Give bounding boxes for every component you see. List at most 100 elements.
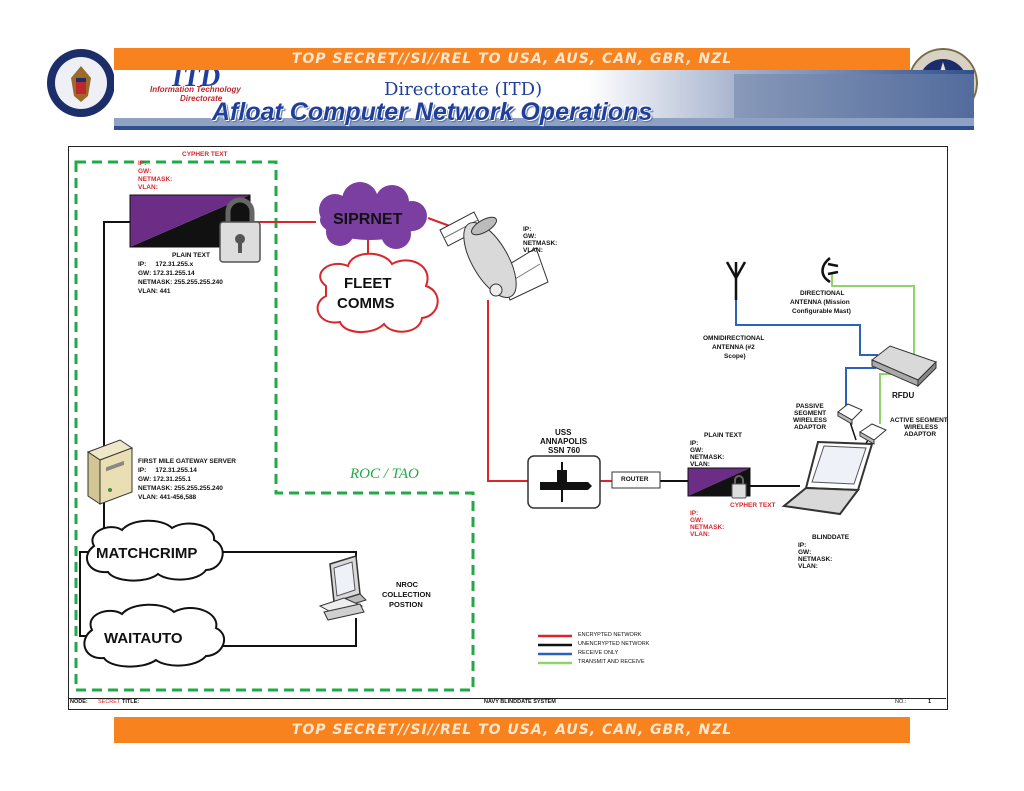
footer-node: NODE: [70, 699, 88, 705]
omni-antenna-icon [725, 261, 747, 300]
footer-title-label: TITLE: [122, 699, 140, 705]
blinddate-netmask: NETMASK: [798, 556, 833, 563]
matchcrimp-cloud [86, 519, 224, 582]
passive-adaptor-icon [837, 403, 863, 425]
router-label: ROUTER [621, 476, 649, 483]
roc-tao-boundary [74, 160, 475, 692]
nroc-label-2: COLLECTION [382, 590, 431, 599]
directional-antenna-icon [821, 257, 839, 284]
plain-top-gw: GW: 172.31.255.14 [138, 270, 195, 277]
directional-antenna-label-2: ANTENNA (Mission [790, 299, 850, 306]
siprnet-label: SIPRNET [333, 211, 403, 228]
gateway-netmask: NETMASK: 255.255.255.240 [138, 485, 223, 492]
diagram-footer [68, 698, 946, 709]
active-adaptor-label-1: ACTIVE SEGMENT [890, 417, 948, 424]
passive-adaptor-label-1: PASSIVE [796, 403, 824, 410]
cypher-top-vlan: VLAN: [138, 184, 158, 191]
gateway-title: FIRST MILE GATEWAY SERVER [138, 458, 236, 465]
legend-receive-only: RECEIVE ONLY [578, 650, 619, 656]
satellite-icon [439, 211, 549, 301]
link-matchcrimp-to-waitauto [79, 551, 90, 637]
plain-top-title: PLAIN TEXT [172, 252, 210, 259]
gateway-server-icon [86, 439, 134, 505]
cypher-top-gw: GW: [138, 168, 152, 175]
roc-tao-label: ROC / TAO [350, 466, 419, 482]
uss-annapolis-box [527, 455, 601, 509]
omni-antenna-label-2: ANTENNA (#2 [712, 344, 755, 351]
rfdu-switch-icon [871, 345, 937, 388]
cypher-right-netmask: NETMASK: [690, 524, 725, 531]
plain-right-title: PLAIN TEXT [704, 432, 742, 439]
nroc-label-1: NROC [396, 580, 419, 589]
classification-banner-bottom: TOP SECRET//SI//REL TO USA, AUS, CAN, GB… [114, 717, 910, 743]
router-box [611, 471, 661, 489]
itd-logo-subtitle-2: Directorate [180, 94, 223, 103]
classification-banner-top: TOP SECRET//SI//REL TO USA, AUS, CAN, GB… [114, 48, 910, 70]
plain-top-vlan: VLAN: 441 [138, 288, 171, 295]
passive-adaptor-label-4: ADAPTOR [794, 424, 827, 431]
directional-antenna-label-3: Configurable Mast) [792, 308, 851, 315]
link-satellite-to-uss [487, 300, 528, 482]
passive-adaptor-label-2: SEGMENT [794, 410, 827, 417]
link-crypto-to-gateway [103, 221, 130, 448]
padlock-small-icon [731, 475, 747, 499]
cypher-top-ip: IP: [138, 160, 147, 167]
footer-page: 1 [928, 699, 932, 705]
fleet-comms-cloud [316, 252, 439, 333]
link-rfdu-blue-to-passive [845, 367, 876, 406]
cypher-right-title: CYPHER TEXT [730, 502, 776, 509]
fleet-comms-label-2: COMMS [337, 295, 395, 312]
cypher-right-ip: IP: [690, 510, 699, 517]
cypher-right-gw: GW: [690, 517, 704, 524]
passive-adaptor-label-3: WIRELESS [793, 417, 827, 424]
gateway-ip: IP: 172.31.255.14 [138, 467, 197, 474]
satellite-ip: IP: [523, 226, 532, 233]
satellite-gw: GW: [523, 233, 537, 240]
nsa-seal-icon [47, 49, 115, 117]
uss-label-2: ANNAPOLIS [540, 437, 588, 446]
gateway-gw: GW: 172.31.255.1 [138, 476, 191, 483]
itd-logo-subtitle-1: Information Technology [150, 85, 241, 94]
link-directional-to-rfdu [831, 274, 915, 355]
header-graphic: ITD [114, 70, 974, 130]
uss-label-3: SSN 760 [548, 446, 581, 455]
footer-no-label: NO.: [895, 699, 907, 705]
blinddate-vlan: VLAN: [798, 563, 818, 570]
blinddate-gw: GW: [798, 549, 812, 556]
directorate-label: Directorate (ITD) [384, 79, 543, 100]
link-matchcrimp-to-nroc [222, 551, 357, 560]
svg-text:ITD: ITD [171, 70, 220, 93]
nroc-workstation-icon [318, 555, 367, 621]
directional-antenna-label-1: DIRECTIONAL [800, 290, 845, 297]
legend-encrypted: ENCRYPTED NETWORK [578, 632, 642, 638]
waitauto-label: WAITAUTO [104, 630, 183, 647]
page-title: Afloat Computer Network Operations [212, 98, 653, 126]
plain-right-gw: GW: [690, 447, 704, 454]
link-omni-to-rfdu [735, 300, 878, 356]
blinddate-ip: IP: [798, 542, 807, 549]
laptop-icon [781, 440, 874, 516]
omni-antenna-label-1: OMNIDIRECTIONAL [703, 335, 765, 342]
legend-transmit-receive: TRANSMIT AND RECEIVE [578, 659, 645, 665]
plain-right-ip: IP: [690, 440, 699, 447]
fleet-comms-label-1: FLEET [344, 275, 392, 292]
plain-right-vlan: VLAN: [690, 461, 710, 468]
active-adaptor-label-2: WIRELESS [904, 424, 938, 431]
cypher-right-vlan: VLAN: [690, 531, 710, 538]
rfdu-label: RFDU [892, 391, 915, 400]
diagram-frame [68, 146, 948, 710]
matchcrimp-label: MATCHCRIMP [96, 545, 198, 562]
waitauto-cloud [83, 603, 226, 668]
satellite-netmask: NETMASK: [523, 240, 558, 247]
satellite-vlan: VLAN: [523, 247, 543, 254]
legend-unencrypted: UNENCRYPTED NETWORK [578, 641, 650, 647]
cypher-top-netmask: NETMASK: [138, 176, 173, 183]
footer-classification: SECRET [98, 699, 121, 705]
active-adaptor-icon [859, 423, 887, 445]
omni-antenna-label-3: Scope) [724, 353, 746, 360]
gateway-vlan: VLAN: 441-456,588 [138, 494, 197, 501]
nroc-label-3: POSTION [389, 600, 423, 609]
uss-label-1: USS [555, 428, 572, 437]
padlock-icon [219, 197, 261, 263]
